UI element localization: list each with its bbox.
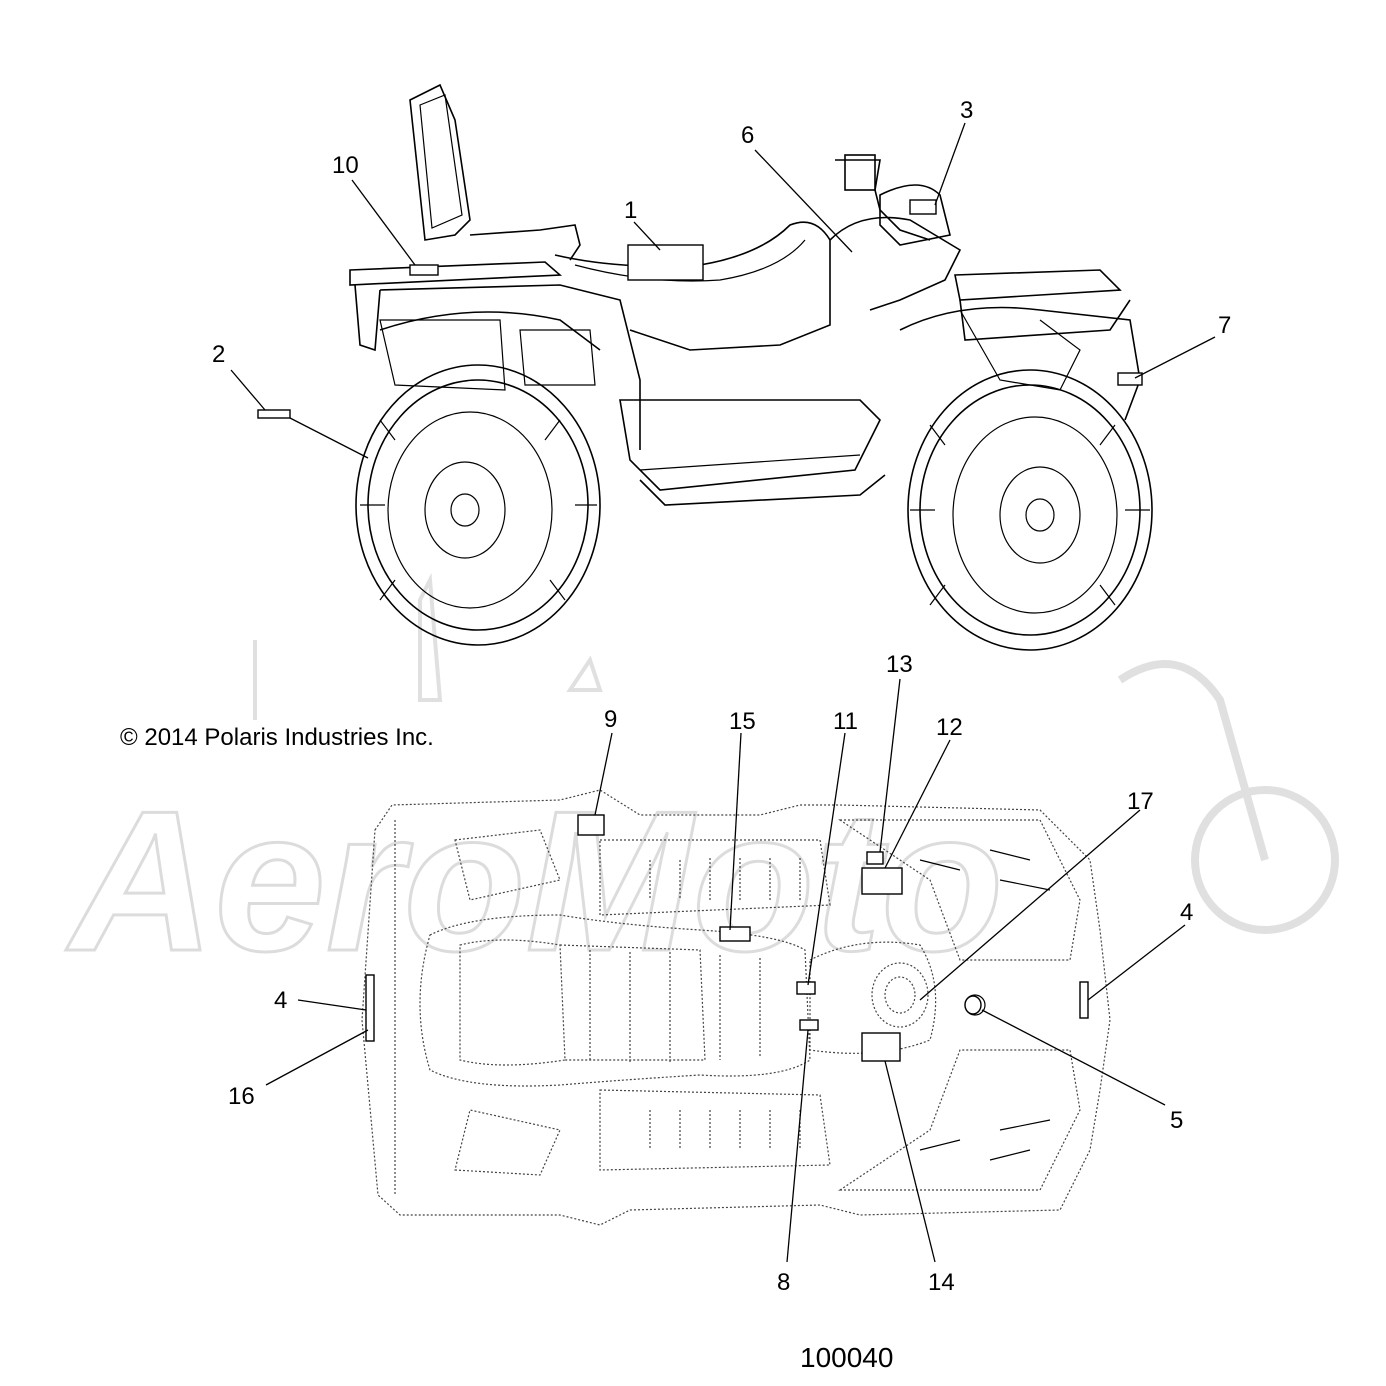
callout-6: 6 bbox=[741, 122, 754, 149]
callout-labels: 1 2 3 4 4 5 6 7 8 9 10 11 12 13 14 15 16… bbox=[212, 97, 1231, 1296]
copyright-text: © 2014 Polaris Industries Inc. bbox=[120, 724, 434, 751]
decal-7 bbox=[1117, 372, 1143, 386]
decal-13 bbox=[866, 851, 884, 865]
callout-8: 8 bbox=[777, 1269, 790, 1296]
decal-4-front bbox=[1079, 981, 1089, 1019]
callout-9: 9 bbox=[604, 706, 617, 733]
callout-3: 3 bbox=[960, 97, 973, 124]
callout-12: 12 bbox=[936, 714, 963, 741]
front-wheel bbox=[907, 369, 1153, 651]
decal-16 bbox=[365, 974, 375, 1042]
figure-number: 100040 bbox=[800, 1342, 893, 1373]
decal-12 bbox=[861, 867, 903, 895]
decal-1 bbox=[627, 244, 704, 281]
callout-13: 13 bbox=[886, 651, 913, 678]
callout-4-front: 4 bbox=[1180, 899, 1193, 926]
decal-8 bbox=[799, 1019, 819, 1031]
decal-10 bbox=[409, 264, 439, 276]
decal-15 bbox=[719, 926, 751, 942]
atv-side-view bbox=[257, 83, 1153, 651]
callout-2: 2 bbox=[212, 341, 225, 368]
callout-15: 15 bbox=[729, 708, 756, 735]
watermark-text: AeroMoto bbox=[65, 770, 1003, 993]
callout-17: 17 bbox=[1127, 788, 1154, 815]
callout-5: 5 bbox=[1170, 1107, 1183, 1134]
decal-5 bbox=[964, 995, 982, 1015]
callout-11: 11 bbox=[833, 708, 858, 735]
rear-wheel bbox=[355, 364, 601, 646]
callout-7: 7 bbox=[1218, 312, 1231, 339]
decal-11 bbox=[796, 981, 816, 995]
watermark-logo: AeroMoto bbox=[64, 572, 1339, 995]
decal-9 bbox=[577, 814, 605, 836]
callout-1: 1 bbox=[624, 197, 637, 224]
decal-2 bbox=[257, 409, 291, 419]
callout-16: 16 bbox=[228, 1083, 255, 1110]
leader-lines bbox=[230, 122, 1216, 1263]
decal-3 bbox=[909, 199, 937, 215]
decal-14 bbox=[861, 1032, 901, 1062]
callout-14: 14 bbox=[928, 1269, 955, 1296]
callout-4-rear: 4 bbox=[274, 987, 287, 1014]
atv-top-view bbox=[361, 789, 1111, 1226]
callout-10: 10 bbox=[332, 152, 359, 179]
